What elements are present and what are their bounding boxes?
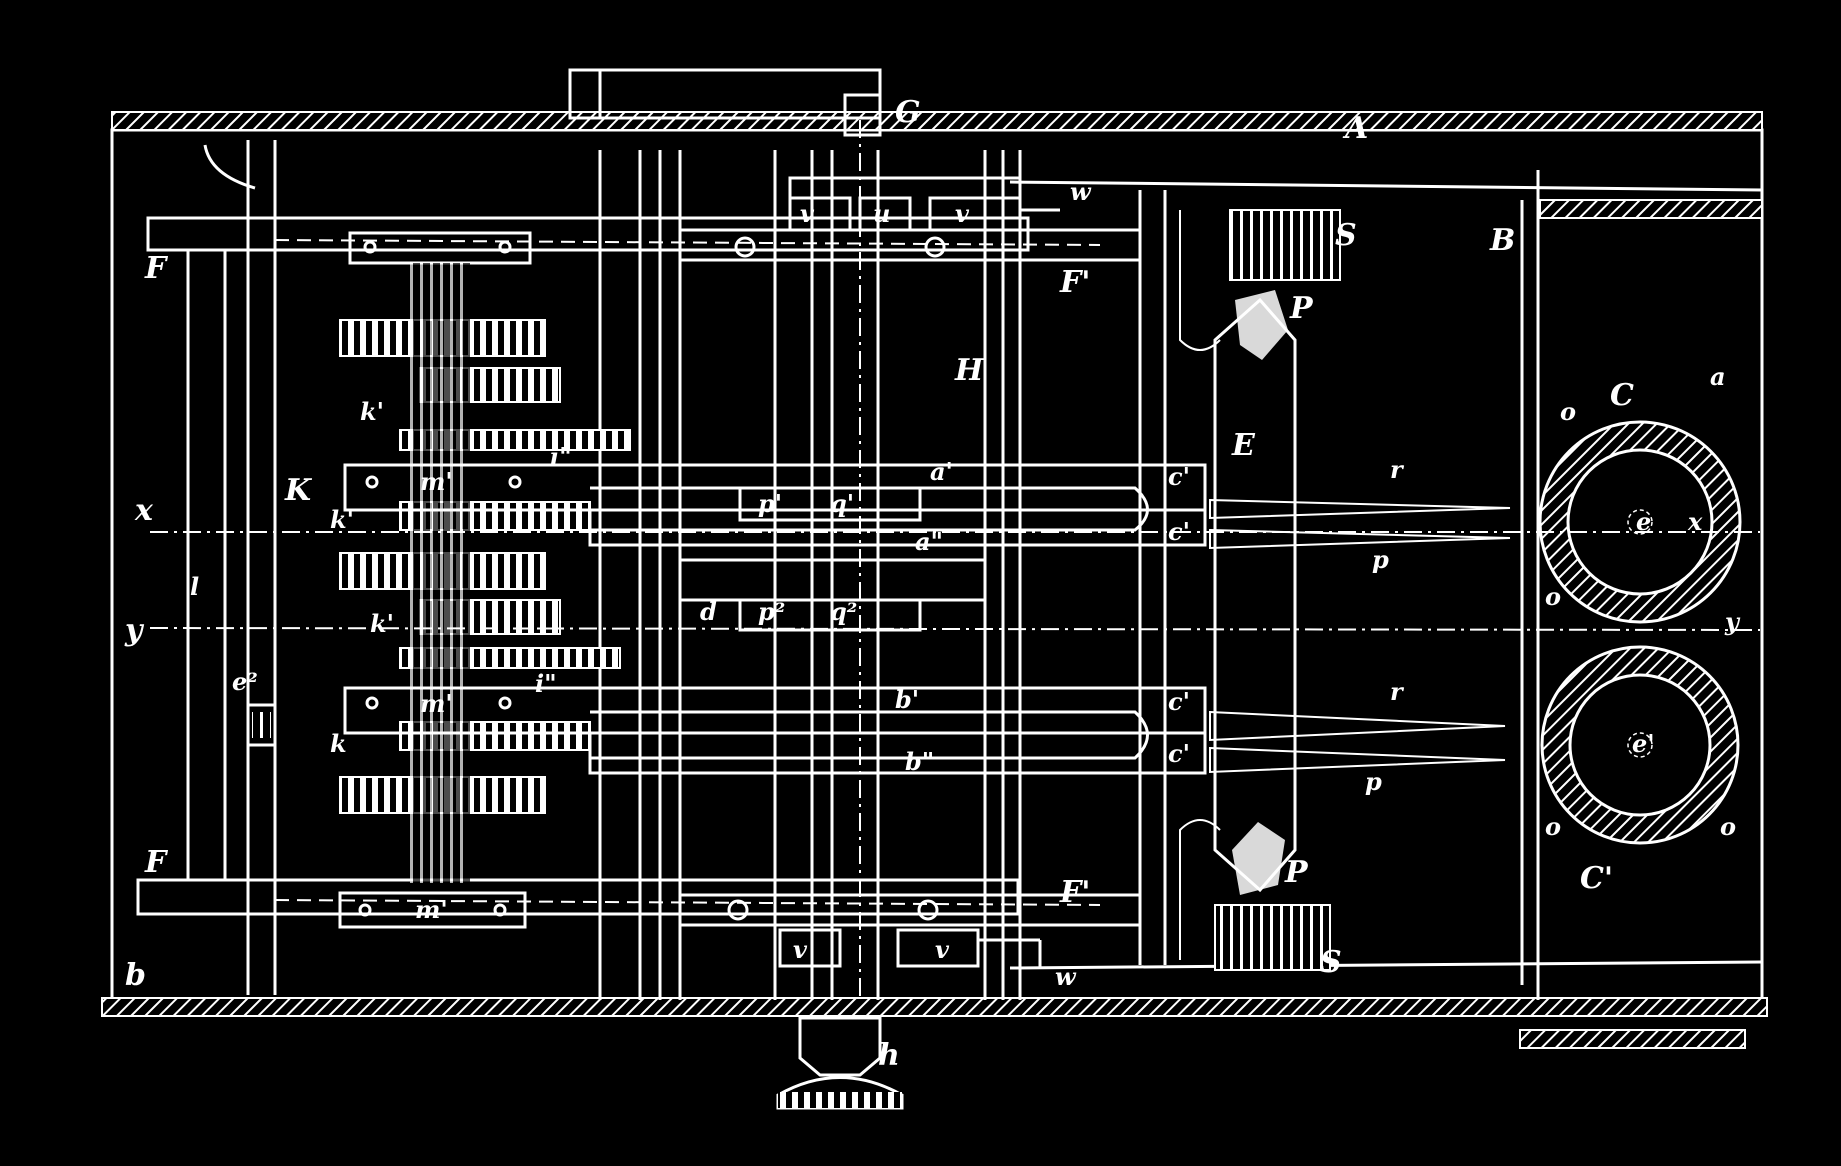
- housing-frame: [101, 111, 1768, 1049]
- middle-block-d: [678, 558, 987, 632]
- label-f-prime-bottom: F': [1059, 875, 1090, 910]
- label-k: k: [330, 729, 347, 758]
- label-a-dprime: a": [915, 527, 943, 556]
- label-c-prime-1: c': [1168, 462, 1190, 491]
- label-o-4: o: [1720, 812, 1736, 841]
- label-g: G: [895, 95, 921, 130]
- label-c-prime-4: c': [1168, 739, 1190, 768]
- label-a-lower: a: [1710, 362, 1726, 391]
- bottom-plate-vv: [338, 891, 1142, 968]
- label-x: x: [134, 493, 154, 528]
- label-k-prime-3: k': [370, 609, 394, 638]
- lower-fork-arm: [343, 686, 1207, 775]
- label-i-dprime-upper: i": [550, 442, 572, 471]
- label-c-prime-roll: C': [1580, 861, 1613, 896]
- section-lines: [149, 239, 1761, 906]
- label-e-center: e: [1636, 507, 1651, 536]
- label-p-lower-die: P: [1284, 855, 1309, 890]
- label-p-upper-die: P: [1289, 291, 1314, 326]
- cutter-blades: [1209, 498, 1511, 774]
- label-o-2: o: [1545, 582, 1561, 611]
- label-y-right: y: [1724, 607, 1741, 636]
- label-a-upper: A: [1342, 111, 1368, 146]
- label-v-2: v: [955, 199, 970, 228]
- label-r-lower: r: [1390, 677, 1405, 706]
- label-f-top: F: [144, 251, 169, 286]
- gear-s-blocks: [1214, 209, 1341, 971]
- label-p2: p²: [758, 597, 785, 626]
- label-f-bottom: F: [144, 845, 169, 880]
- label-b-prime: b': [895, 685, 919, 714]
- gear-roll-c-prime: [1540, 645, 1740, 845]
- label-a-prime: a': [930, 457, 953, 486]
- label-o-1: o: [1560, 397, 1576, 426]
- left-gear-stack: [339, 263, 631, 883]
- label-h-upper: H: [954, 353, 985, 388]
- label-c-prime-3: c': [1168, 687, 1190, 716]
- upper-fork-arm: [343, 463, 1207, 547]
- label-p-upper-blade: p: [1372, 545, 1389, 574]
- label-r-upper: r: [1390, 455, 1405, 484]
- label-e-prime-center: e': [1632, 729, 1655, 758]
- lever-e: [1179, 210, 1297, 960]
- label-s-top: S: [1335, 218, 1357, 253]
- label-q1: q': [830, 489, 854, 518]
- label-v-4: v: [935, 935, 950, 964]
- label-b-upper: B: [1489, 223, 1515, 258]
- label-c-roll: C: [1610, 378, 1634, 413]
- top-plate-vuv: [348, 176, 1142, 265]
- label-e-upper: E: [1231, 428, 1256, 463]
- label-v-3: v: [793, 935, 808, 964]
- label-m-prime-1: m': [420, 467, 453, 496]
- label-d: d: [700, 597, 717, 626]
- left-bracket: [136, 140, 1030, 995]
- label-i-dprime-lower: i": [535, 669, 557, 698]
- label-m-prime-3: m': [415, 895, 448, 924]
- label-k-prime-2: k': [330, 505, 354, 534]
- label-y-left: y: [124, 613, 145, 648]
- label-h-knob: h: [878, 1038, 900, 1073]
- bottom-knob-h: [776, 1016, 904, 1110]
- label-w-bottom: w: [1055, 962, 1077, 991]
- label-x-right: x: [1687, 507, 1703, 536]
- label-p1: p': [758, 489, 782, 518]
- label-v-1: v: [800, 199, 815, 228]
- label-f-prime-top: F': [1059, 265, 1090, 300]
- label-o-3: o: [1545, 812, 1561, 841]
- figure-labels: G A B S S w w v u v v v F' F' F F H P P …: [124, 95, 1741, 1073]
- label-w-top: w: [1070, 177, 1092, 206]
- center-frame-members: [598, 120, 1167, 1000]
- label-s-bottom: S: [1320, 945, 1342, 980]
- label-b-lower: b: [125, 958, 146, 993]
- label-k-prime-1: k': [360, 397, 384, 426]
- label-b-dprime: b": [905, 747, 934, 776]
- label-q2: q²: [830, 597, 857, 626]
- label-p-lower-blade: p: [1365, 767, 1382, 796]
- gear-roll-c: [1538, 420, 1742, 624]
- top-handle-g: [568, 68, 882, 137]
- label-l: l: [190, 572, 199, 601]
- label-m-prime-2: m': [420, 689, 453, 718]
- label-c-prime-2: c': [1168, 517, 1190, 546]
- label-e2: e²: [232, 667, 258, 696]
- label-k-upper: K: [284, 473, 313, 508]
- label-u: u: [873, 199, 890, 228]
